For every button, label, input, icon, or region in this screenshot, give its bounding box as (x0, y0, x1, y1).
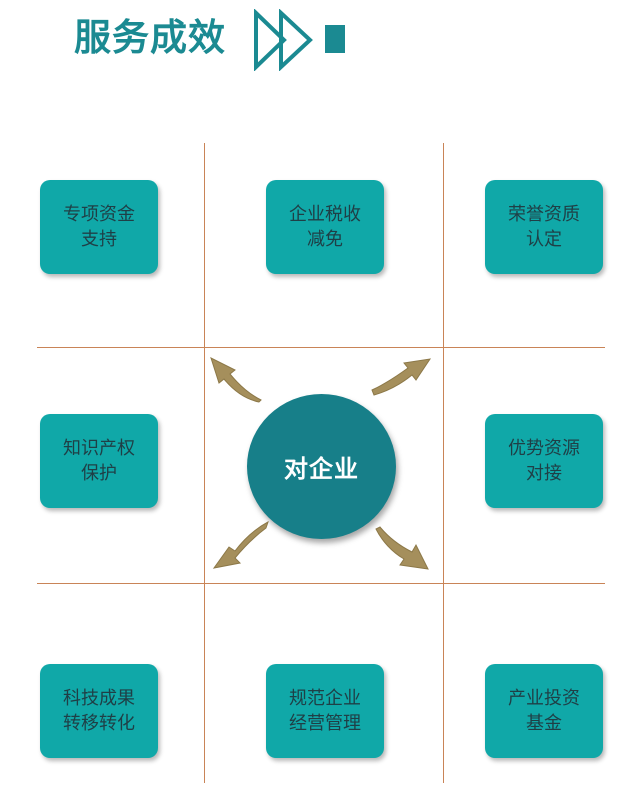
card-label: 专项资金支持 (63, 204, 135, 250)
center-circle: 对企业 (247, 394, 396, 539)
arrow-down-right-icon (375, 526, 429, 570)
grid-horizontal-line-top (37, 347, 605, 348)
card-tax-reduction: 企业税收减免 (266, 180, 384, 274)
grid-vertical-line-right (443, 143, 444, 783)
arrow-up-left-icon (210, 357, 262, 403)
arrow-up-right-icon (371, 358, 432, 396)
card-label: 荣誉资质认定 (508, 204, 580, 250)
card-ip-protection: 知识产权保护 (40, 414, 158, 508)
arrow-down-left-icon (212, 520, 269, 569)
page-title: 服务成效 (74, 16, 226, 59)
card-business-management: 规范企业经营管理 (266, 664, 384, 758)
card-special-funds: 专项资金支持 (40, 180, 158, 274)
card-resource-docking: 优势资源对接 (485, 414, 603, 508)
grid-vertical-line-left (204, 143, 205, 783)
card-industry-investment: 产业投资基金 (485, 664, 603, 758)
card-tech-transfer: 科技成果转移转化 (40, 664, 158, 758)
double-play-stop-icon (254, 9, 345, 71)
card-label: 规范企业经营管理 (289, 688, 361, 734)
grid-horizontal-line-bottom (37, 583, 605, 584)
card-label: 产业投资基金 (508, 688, 580, 734)
card-label: 知识产权保护 (63, 438, 135, 484)
center-label: 对企业 (284, 455, 359, 483)
card-honor-qualification: 荣誉资质认定 (485, 180, 603, 274)
card-label: 优势资源对接 (508, 438, 580, 484)
card-label: 科技成果转移转化 (63, 688, 135, 734)
card-label: 企业税收减免 (289, 204, 361, 250)
